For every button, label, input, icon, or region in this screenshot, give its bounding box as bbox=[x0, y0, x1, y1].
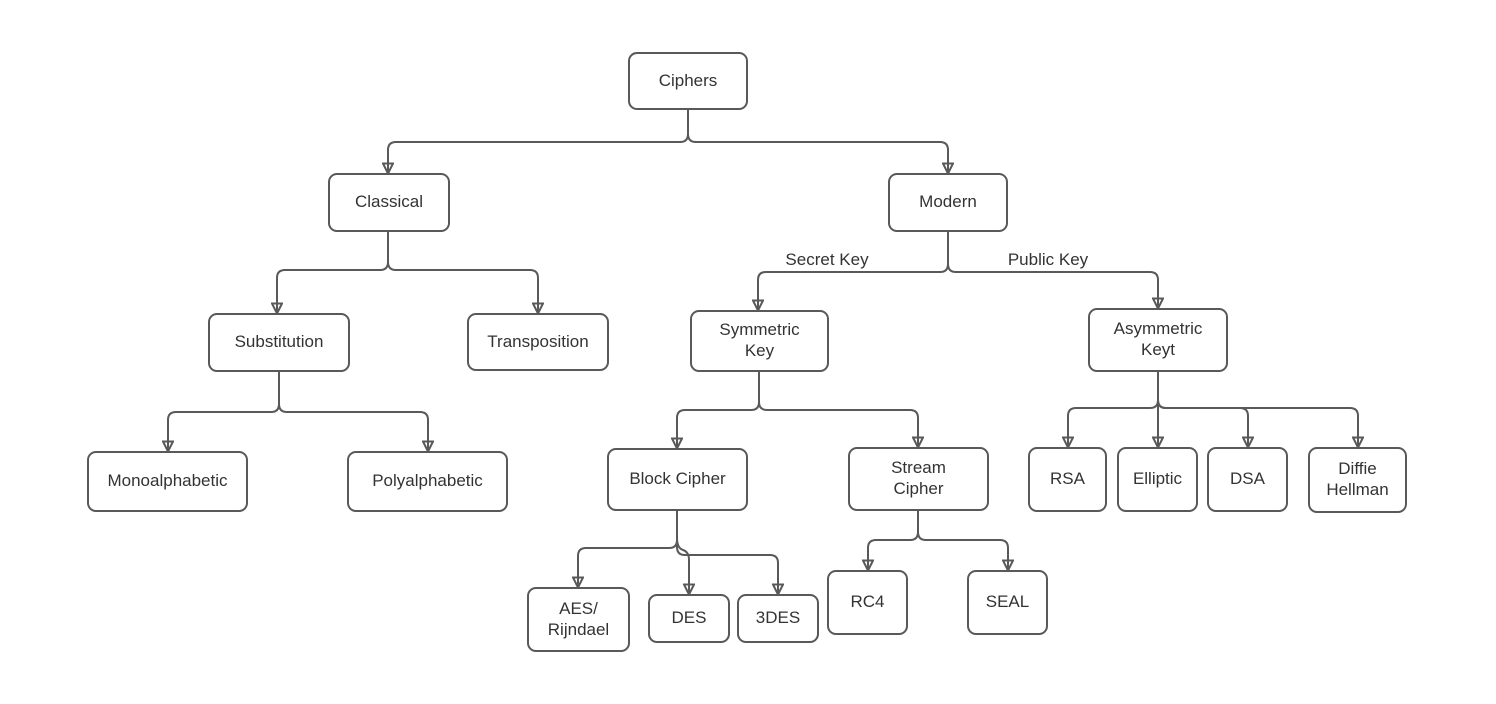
node-3des-label: 3DES bbox=[755, 608, 801, 628]
edge-asymmetric-dsa bbox=[1157, 372, 1248, 447]
node-des-label: DES bbox=[671, 608, 707, 628]
node-stream-cipher-label: Stream Cipher bbox=[891, 458, 946, 498]
edge-stream-rc4 bbox=[868, 511, 919, 570]
node-dsa[interactable]: DSA bbox=[1207, 447, 1288, 512]
node-symmetric-key[interactable]: Symmetric Key bbox=[690, 310, 829, 372]
node-modern[interactable]: Modern bbox=[888, 173, 1008, 232]
node-elliptic[interactable]: Elliptic bbox=[1117, 447, 1198, 512]
node-rc4[interactable]: RC4 bbox=[827, 570, 908, 635]
node-ciphers[interactable]: Ciphers bbox=[628, 52, 748, 110]
node-substitution-label: Substitution bbox=[234, 332, 324, 352]
edge-block-aes bbox=[578, 511, 678, 587]
edge-symmetric-stream bbox=[758, 372, 918, 447]
node-aes-rijndael[interactable]: AES/ Rijndael bbox=[527, 587, 630, 652]
edge-asymmetric-rsa bbox=[1068, 372, 1159, 447]
node-rsa[interactable]: RSA bbox=[1028, 447, 1107, 512]
edge-block-3des bbox=[676, 511, 778, 594]
node-asymmetric-key[interactable]: Asymmetric Keyt bbox=[1088, 308, 1228, 372]
edge-stream-seal bbox=[917, 511, 1008, 570]
node-aes-rijndael-label: AES/ Rijndael bbox=[547, 598, 610, 639]
edge-ciphers-modern bbox=[687, 110, 948, 173]
node-classical[interactable]: Classical bbox=[328, 173, 450, 232]
edge-label-secret-key: Secret Key bbox=[782, 250, 872, 270]
node-seal[interactable]: SEAL bbox=[967, 570, 1048, 635]
edge-substitution-polyalphabetic bbox=[278, 372, 428, 451]
edge-substitution-monoalphabetic bbox=[168, 372, 280, 451]
node-substitution[interactable]: Substitution bbox=[208, 313, 350, 372]
node-diffie-hellman-label: Diffie Hellman bbox=[1326, 459, 1389, 499]
edge-ciphers-classical bbox=[388, 110, 689, 173]
node-monoalphabetic-label: Monoalphabetic bbox=[107, 471, 228, 491]
node-modern-label: Modern bbox=[919, 192, 977, 212]
node-stream-cipher[interactable]: Stream Cipher bbox=[848, 447, 989, 511]
node-transposition-label: Transposition bbox=[487, 331, 589, 351]
edge-classical-substitution bbox=[277, 232, 389, 313]
node-rc4-label: RC4 bbox=[850, 592, 885, 612]
node-elliptic-label: Elliptic bbox=[1132, 469, 1183, 489]
node-block-cipher[interactable]: Block Cipher bbox=[607, 448, 748, 511]
edge-symmetric-block bbox=[677, 372, 760, 448]
edge-classical-transposition bbox=[387, 232, 538, 313]
node-block-cipher-label: Block Cipher bbox=[629, 469, 726, 489]
node-rsa-label: RSA bbox=[1050, 469, 1085, 489]
node-diffie-hellman[interactable]: Diffie Hellman bbox=[1308, 447, 1407, 513]
node-ciphers-label: Ciphers bbox=[658, 70, 718, 90]
node-dsa-label: DSA bbox=[1230, 469, 1265, 489]
node-classical-label: Classical bbox=[354, 192, 424, 212]
edge-modern-asymmetric bbox=[947, 232, 1158, 308]
node-symmetric-key-label: Symmetric Key bbox=[719, 320, 800, 360]
node-seal-label: SEAL bbox=[985, 592, 1030, 612]
edge-asymmetric-diffie bbox=[1157, 372, 1358, 447]
node-3des[interactable]: 3DES bbox=[737, 594, 819, 643]
node-asymmetric-key-label: Asymmetric Keyt bbox=[1113, 319, 1203, 359]
node-transposition[interactable]: Transposition bbox=[467, 313, 609, 371]
node-monoalphabetic[interactable]: Monoalphabetic bbox=[87, 451, 248, 512]
edge-label-public-key: Public Key bbox=[1004, 250, 1092, 270]
node-des[interactable]: DES bbox=[648, 594, 730, 643]
node-polyalphabetic[interactable]: Polyalphabetic bbox=[347, 451, 508, 512]
edge-modern-symmetric bbox=[758, 232, 949, 310]
node-polyalphabetic-label: Polyalphabetic bbox=[372, 471, 483, 491]
